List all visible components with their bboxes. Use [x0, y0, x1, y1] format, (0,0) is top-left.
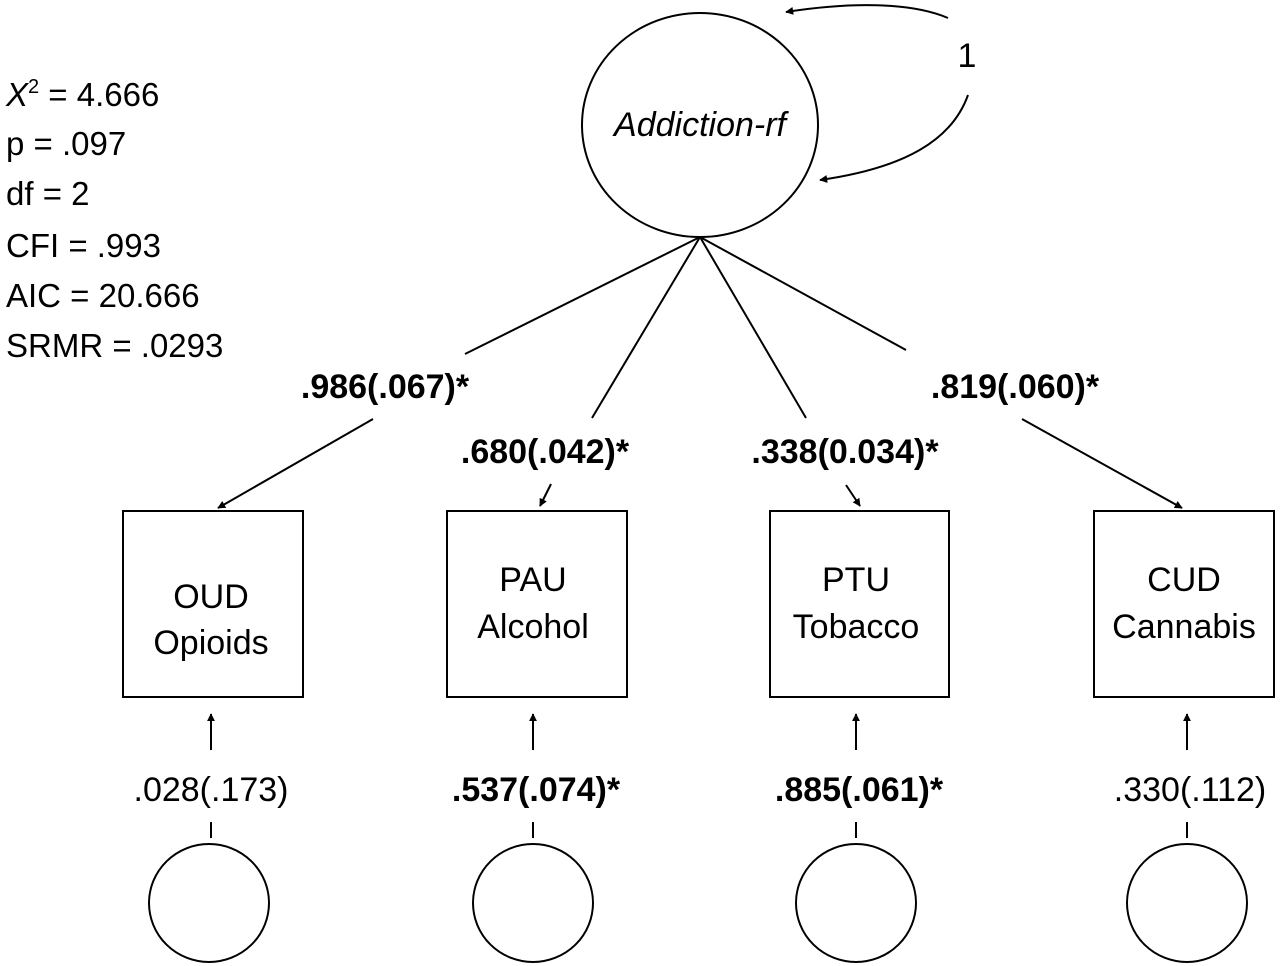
indicator-ptu-abbrev: PTU — [822, 561, 890, 599]
loading-label-cud: .819(.060)* — [931, 368, 1100, 406]
residual-label-pau: .537(.074)* — [452, 771, 621, 809]
aic-stat: AIC = 20.666 — [6, 277, 200, 314]
variance-arrow-bottom — [819, 94, 969, 183]
indicator-box-cud — [1093, 510, 1275, 698]
error-circle-ptu — [795, 843, 917, 963]
indicator-oud: OUD Opioids — [122, 510, 304, 698]
factor-variance-loop: 1 — [785, 4, 977, 183]
df-stat: df = 2 — [6, 175, 89, 212]
residual-label-oud: .028(.173) — [134, 771, 289, 809]
error-terms — [148, 843, 1248, 963]
residual-label-ptu: .885(.061)* — [775, 771, 944, 809]
indicator-pau-name: Alcohol — [477, 608, 589, 646]
factor-variance-label: 1 — [958, 37, 977, 75]
cfi-stat: CFI = .993 — [6, 227, 161, 264]
error-circle-cud — [1126, 843, 1248, 963]
indicator-ptu: PTU Tobacco — [769, 510, 950, 698]
loading-labels: .986(.067)* .680(.042)* .338(0.034)* .81… — [301, 368, 1100, 471]
indicator-cud: CUD Cannabis — [1093, 510, 1275, 698]
indicator-box-oud — [122, 510, 304, 698]
srmr-stat: SRMR = .0293 — [6, 327, 223, 364]
residual-arrows — [207, 713, 1191, 838]
indicator-box-ptu — [769, 510, 950, 698]
residual-labels: .028(.173) .537(.074)* .885(.061)* .330(… — [134, 771, 1267, 809]
error-circle-oud — [148, 843, 270, 963]
loading-label-oud: .986(.067)* — [301, 368, 470, 406]
latent-factor-label: Addiction-rf — [612, 106, 790, 144]
loading-path-oud-lower — [217, 418, 374, 509]
loading-path-cud-upper — [699, 236, 907, 351]
loading-path-ptu-upper — [699, 236, 807, 419]
indicator-cud-name: Cannabis — [1112, 608, 1256, 646]
p-value-stat: p = .097 — [6, 125, 126, 162]
loading-label-ptu: .338(0.034)* — [751, 433, 939, 471]
loading-path-ptu-lower — [845, 484, 861, 507]
chi-square-stat: X2 = 4.666 — [5, 76, 159, 113]
loading-path-oud-upper — [464, 236, 701, 355]
loading-path-cud-lower — [1021, 418, 1183, 509]
residual-label-cud: .330(.112) — [1114, 771, 1266, 809]
latent-factor: Addiction-rf — [581, 12, 819, 238]
fit-statistics: X2 = 4.666 p = .097 df = 2 CFI = .993 AI… — [5, 76, 223, 364]
loading-path-pau-lower — [539, 483, 552, 507]
indicator-ptu-name: Tobacco — [793, 608, 920, 646]
indicator-cud-abbrev: CUD — [1147, 561, 1221, 599]
loading-paths — [217, 236, 1183, 509]
loading-label-pau: .680(.042)* — [461, 433, 630, 471]
error-circle-pau — [472, 843, 594, 963]
indicator-pau: PAU Alcohol — [446, 510, 628, 698]
indicator-box-pau — [446, 510, 628, 698]
indicator-oud-name: Opioids — [153, 624, 268, 662]
variance-arrow-top — [785, 4, 949, 19]
loading-path-pau-upper — [591, 236, 701, 419]
indicator-pau-abbrev: PAU — [499, 561, 566, 599]
indicator-oud-abbrev: OUD — [173, 578, 249, 616]
